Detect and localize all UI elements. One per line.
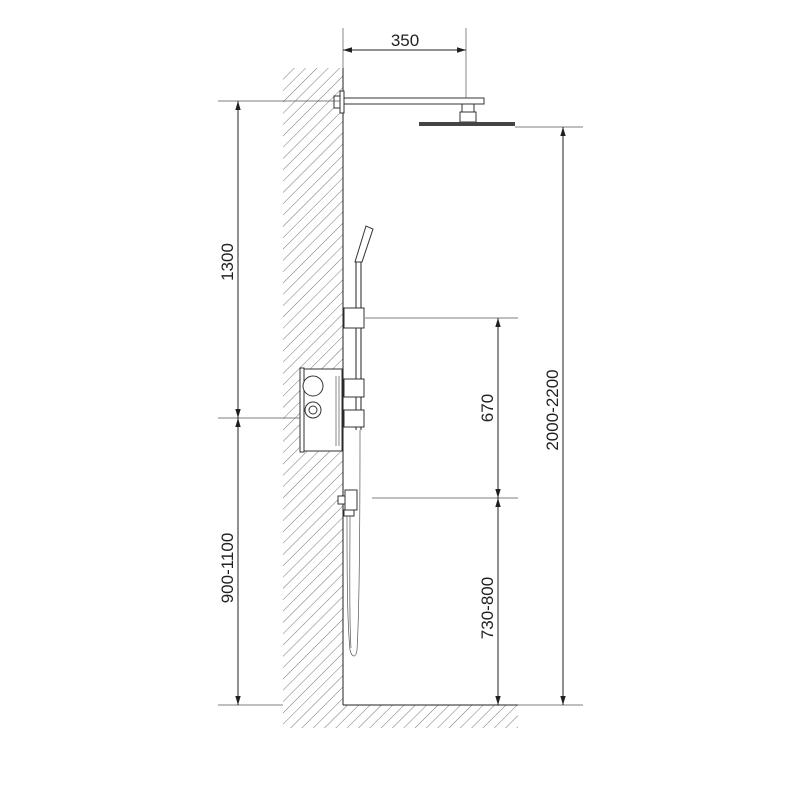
rain-shower-head <box>419 103 515 126</box>
slide-rail <box>354 225 374 430</box>
dim-label-2000-2200: 2000-2200 <box>543 369 562 450</box>
floor <box>283 704 518 728</box>
dim-label-350: 350 <box>391 31 419 50</box>
diverter-valve <box>299 367 365 453</box>
dim-label-670: 670 <box>478 394 497 422</box>
dim-label-900-1100: 900-1100 <box>218 533 237 604</box>
dim-label-1300: 1300 <box>218 243 237 281</box>
hose-outlet <box>337 489 358 517</box>
dim-label-730-800: 730-800 <box>478 577 497 639</box>
rail-bracket-upper <box>343 307 365 329</box>
extension-lines <box>218 28 583 706</box>
shower-hose <box>346 429 361 657</box>
shower-arm <box>333 90 485 114</box>
